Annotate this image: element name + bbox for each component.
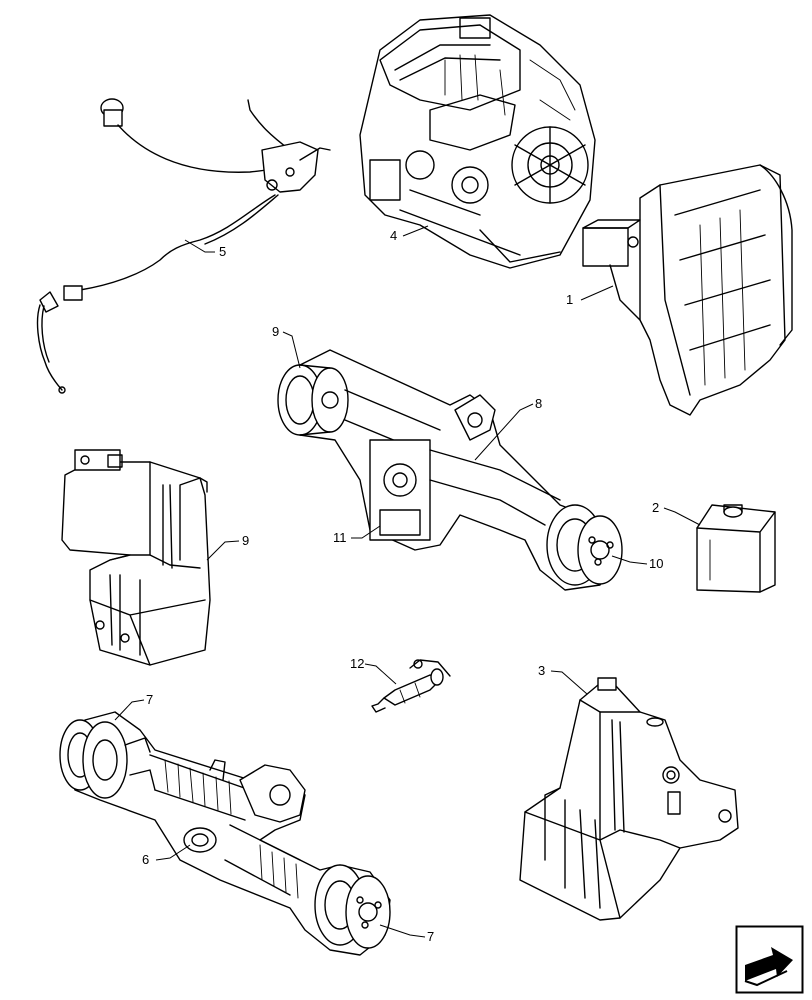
callout-3: 3: [538, 663, 545, 678]
cooling-package-illustration: [582, 164, 793, 416]
callout-7-bottom: 7: [427, 929, 434, 944]
callout-2: 2: [652, 500, 659, 515]
callout-12: 12: [350, 656, 364, 671]
rear-axle-illustration: [277, 349, 623, 591]
callout-11: 9: [242, 533, 249, 548]
engine-illustration: [359, 14, 596, 269]
callout-9-bottom: 10: [649, 556, 663, 571]
callout-7-top: 7: [146, 692, 153, 707]
wiring-harness-illustration: [36, 98, 331, 394]
hydraulic-tank-illustration: [519, 677, 739, 921]
callout-6: 6: [142, 852, 149, 867]
callout-8: 8: [535, 396, 542, 411]
callout-10: 11: [333, 530, 347, 545]
callout-5: 5: [219, 244, 226, 259]
callout-4: 4: [390, 228, 397, 243]
linkage-part-illustration: [371, 659, 451, 713]
front-axle-illustration: [59, 711, 391, 956]
arrow-navigation-icon[interactable]: [735, 925, 804, 994]
callout-1: 1: [566, 292, 573, 307]
callout-9-top: 9: [272, 324, 279, 339]
fuel-tank-illustration: [61, 449, 211, 666]
reservoir-illustration: [696, 504, 776, 593]
